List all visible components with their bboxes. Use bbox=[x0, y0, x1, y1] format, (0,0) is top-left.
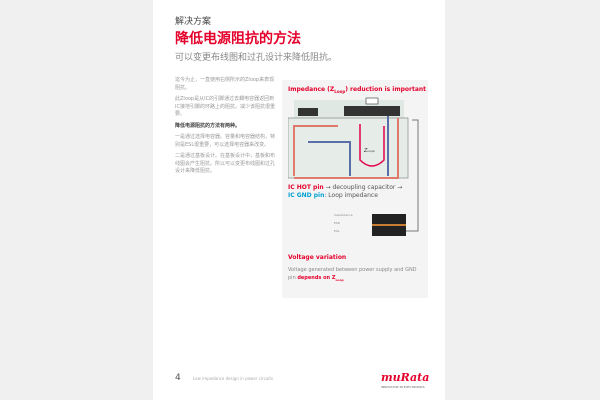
paragraph: 一是通过选择电容器。容量和电容器结构，特别是ESL很重要，可以选择电容器来改变。 bbox=[175, 134, 276, 148]
zloop-label: ZLoop bbox=[363, 148, 375, 154]
voltage-description: Voltage generated between power supply a… bbox=[288, 267, 417, 282]
paragraph-heading: 降低电源阻抗的方法有两种。 bbox=[175, 122, 241, 129]
paragraph: 迄今为止，一直使用右侧所示的Zloop来表现阻抗。 bbox=[175, 77, 275, 91]
esr-label: ESR bbox=[334, 221, 340, 225]
section-label: 解决方案 bbox=[175, 17, 212, 27]
page-subtitle: 可以变更布线图和过孔设计来降低阻抗。 bbox=[175, 53, 338, 63]
page-title: 降低电源阻抗的方法 bbox=[175, 31, 301, 47]
footer-text: Low impedance design in power circuits bbox=[193, 376, 274, 381]
paragraph: 此Zloop是从IC的引脚通过去耦电容器返回到IC接地引脚的环路上的阻抗。减少该… bbox=[175, 96, 275, 117]
impedance-panel: Impedance (ZLoop) reduction is important… bbox=[282, 80, 428, 298]
panel-title: Impedance (ZLoop) reduction is important bbox=[288, 86, 427, 95]
capacitance-label: Capacitance bbox=[334, 213, 353, 217]
body-text: 迄今为止，一直使用右侧所示的Zloop来表现阻抗。 此Zloop是从IC的引脚通… bbox=[175, 77, 277, 180]
circuit-diagram: ZLoop Capacitance ESR ESL bbox=[288, 97, 419, 236]
page-number: 4 bbox=[175, 373, 181, 383]
voltage-title: Voltage variation bbox=[288, 254, 347, 261]
paragraph: 二是通过基板设计。在基板设计中，基板和布线图会产生阻抗。所以可以变更布线图和过孔… bbox=[175, 153, 276, 174]
esl-label: ESL bbox=[334, 229, 340, 233]
murata-logo: muRata bbox=[381, 371, 430, 384]
page: 解决方案 降低电源阻抗的方法 可以变更布线图和过孔设计来降低阻抗。 迄今为止，一… bbox=[153, 0, 445, 400]
logo-tagline: INNOVATOR IN ELECTRONICS bbox=[381, 385, 425, 389]
pin-caption: IC HOT pin → decoupling capacitor → IC G… bbox=[288, 184, 403, 199]
